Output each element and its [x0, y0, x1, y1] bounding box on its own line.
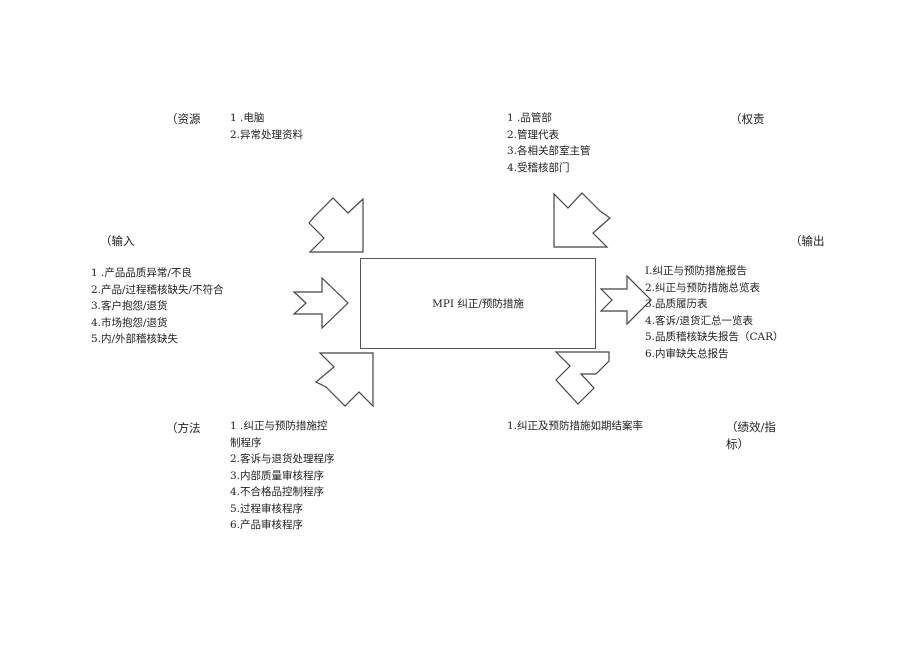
- list-item: 1.纠正及预防措施如期结案率: [507, 420, 644, 432]
- list-item: 4.受稽核部门: [507, 161, 570, 174]
- list-item: 3.品质履历表: [645, 298, 708, 310]
- list-item: 5.内/外部稽核缺失: [91, 333, 179, 345]
- center-title: MPI 纠正/预防措施: [432, 298, 524, 310]
- input-heading: （输入: [100, 234, 135, 248]
- list-item: 5.过程审核程序: [230, 502, 304, 515]
- list-item: 2.纠正与预防措施总览表: [645, 281, 761, 294]
- list-item: 2.管理代表: [507, 128, 560, 141]
- authority-list: 1 .品管部 2.管理代表 3.各相关部室主管 4.受稽核部门: [507, 110, 591, 176]
- performance-heading-line: （绩效/指: [726, 420, 776, 434]
- list-item: 3.客户抱怨/退货: [91, 300, 168, 312]
- arrow-performance-icon: [554, 351, 610, 405]
- list-item: 6.产品审核程序: [230, 519, 304, 531]
- output-heading: （输出: [790, 234, 825, 248]
- list-item: 1 .产品品质异常/不良: [91, 267, 192, 279]
- list-item: 1 .电脑: [230, 112, 265, 124]
- list-item: 2.异常处理资料: [230, 128, 304, 141]
- performance-heading-line: 标）: [726, 437, 749, 451]
- method-list: 1 .纠正与预防措施控 制程序 2.客诉与退货处理程序 3.内部质量审核程序 4…: [230, 418, 335, 534]
- resources-heading: （资源: [166, 112, 201, 126]
- list-item: 5.品质稽核缺失报告（CAR）: [645, 331, 784, 343]
- authority-heading: （权责: [730, 112, 765, 126]
- list-item: 6.内审缺失总报告: [645, 347, 729, 360]
- list-item: I.纠正与预防措施报告: [645, 265, 747, 277]
- list-item: 4.客诉/退货汇总一览表: [645, 314, 754, 327]
- center-process-box: MPI 纠正/预防措施: [360, 258, 596, 349]
- list-item: 4.不合格品控制程序: [230, 486, 325, 498]
- arrow-authority-icon: [553, 192, 611, 248]
- arrow-input-icon: [292, 276, 349, 330]
- performance-heading: （绩效/指 标）: [726, 419, 776, 453]
- arrow-method-icon: [314, 352, 374, 408]
- list-item: 1 .纠正与预防措施控: [230, 420, 328, 432]
- arrow-resources-icon: [308, 197, 364, 253]
- list-item: 3.内部质量审核程序: [230, 469, 325, 482]
- arrow-output-icon: [599, 274, 652, 326]
- output-list: I.纠正与预防措施报告 2.纠正与预防措施总览表 3.品质履历表 4.客诉/退货…: [645, 263, 784, 362]
- input-list: 1 .产品品质异常/不良 2.产品/过程稽核缺失/不符合 3.客户抱怨/退货 4…: [91, 265, 224, 348]
- list-item: 制程序: [230, 436, 262, 449]
- list-item: 3.各相关部室主管: [507, 145, 591, 157]
- resources-list: 1 .电脑 2.异常处理资料: [230, 110, 303, 143]
- list-item: 2.产品/过程稽核缺失/不符合: [91, 283, 224, 296]
- list-item: 1 .品管部: [507, 112, 552, 124]
- list-item: 4.市场抱怨/退货: [91, 316, 168, 329]
- performance-list: 1.纠正及预防措施如期结案率: [507, 418, 643, 435]
- method-heading: （方法: [166, 421, 201, 435]
- list-item: 2.客诉与退货处理程序: [230, 453, 335, 465]
